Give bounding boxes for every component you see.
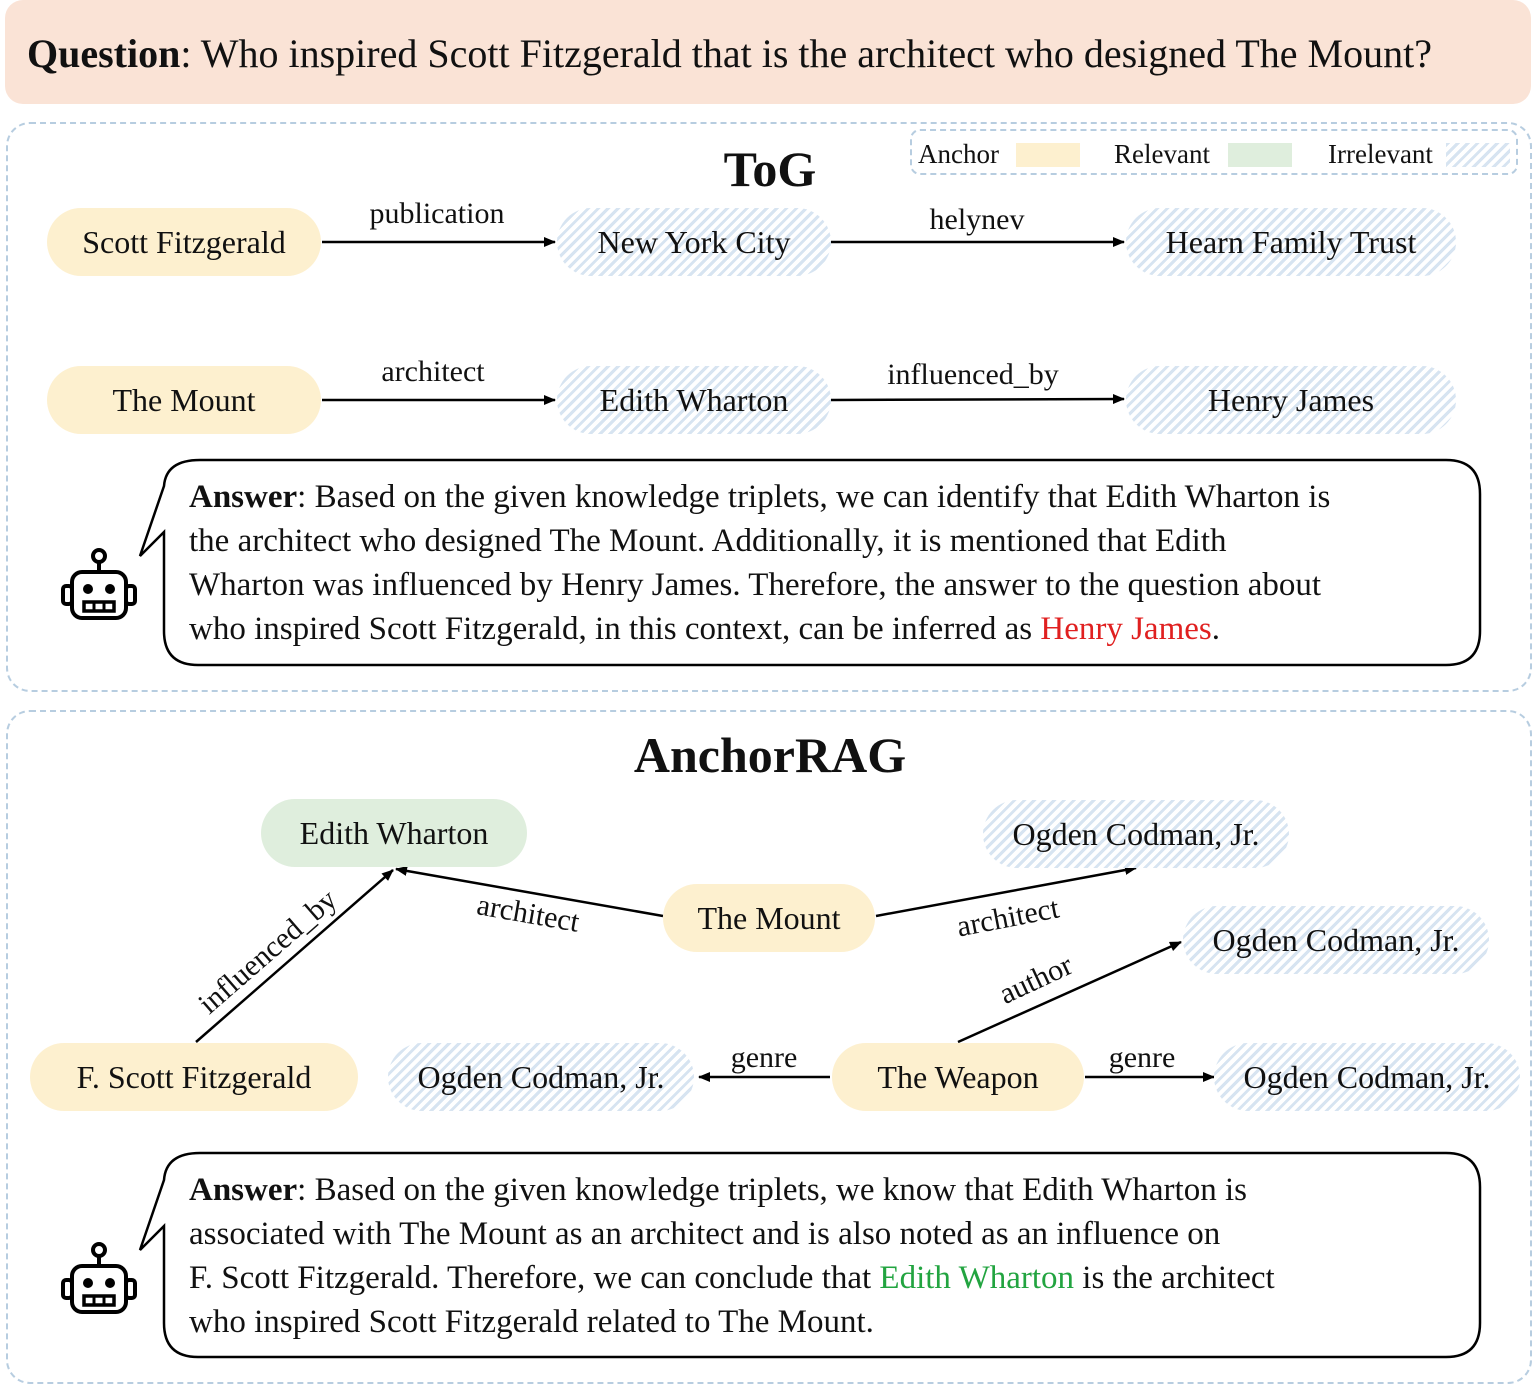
tog-node-edith-wharton: Edith Wharton — [557, 366, 831, 434]
edge-architect-left — [395, 865, 664, 918]
question-label: Question — [27, 31, 181, 76]
ar-answer-label: Answer — [189, 1172, 298, 1208]
ar-answer-text: Answer: Based on the given knowledge tri… — [189, 1168, 1275, 1344]
tog-title: ToG — [723, 141, 817, 197]
anchorrag-panel — [6, 710, 1532, 1384]
ar-node-ogden-right: Ogden Codman, Jr. — [1214, 1043, 1520, 1111]
legend-irrelevant-label: Irrelevant — [1328, 139, 1433, 169]
robot-icon — [61, 548, 137, 620]
tog-answer-line-1: Answer: Based on the given knowledge tri… — [189, 475, 1330, 519]
ar-answer-line-4: who inspired Scott Fitzgerald related to… — [189, 1304, 874, 1340]
ar-answer-line1-text: : Based on the given knowledge triplets,… — [297, 1172, 1247, 1208]
tog-node-new-york-city: New York City — [557, 208, 831, 276]
tog-edge-label-publication: publication — [369, 197, 505, 230]
ar-node-ogden-left: Ogden Codman, Jr. — [388, 1043, 694, 1111]
ar-edge-label-genre-left: genre — [730, 1041, 798, 1074]
ar-answer-line3-post: is the architect — [1074, 1260, 1275, 1296]
edge-architect-right — [875, 865, 1137, 918]
ar-answer-line-1: Answer: Based on the given knowledge tri… — [189, 1168, 1275, 1212]
ar-node-ogden-mid: Ogden Codman, Jr. — [1183, 906, 1489, 974]
question-text: Question: Who inspired Scott Fitzgerald … — [27, 30, 1432, 77]
legend-anchor-swatch — [1016, 143, 1080, 167]
ar-node-the-weapon: The Weapon — [832, 1043, 1084, 1111]
tog-answer-line-3: Wharton was influenced by Henry James. T… — [189, 567, 1322, 603]
ar-node-ogden-top: Ogden Codman, Jr. — [983, 800, 1289, 868]
tog-answer-line-4: who inspired Scott Fitzgerald, in this c… — [189, 607, 1330, 651]
legend: Anchor Relevant Irrelevant — [910, 129, 1518, 175]
tog-edge-label-architect: architect — [381, 355, 485, 388]
tog-edge-label-influenced-by: influenced_by — [887, 358, 1059, 391]
edge-influenced-by-tog — [830, 394, 1125, 405]
ar-edge-label-genre-right: genre — [1108, 1041, 1176, 1074]
ar-answer-line-3: F. Scott Fitzgerald. Therefore, we can c… — [189, 1256, 1275, 1300]
tog-answer-line1-text: : Based on the given knowledge triplets,… — [297, 479, 1331, 515]
tog-answer-line4-pre: who inspired Scott Fitzgerald, in this c… — [189, 611, 1041, 647]
ar-answer-line-2: associated with The Mount as an architec… — [189, 1216, 1221, 1252]
tog-answer-text: Answer: Based on the given knowledge tri… — [189, 475, 1330, 651]
tog-answer-label: Answer — [189, 479, 298, 515]
tog-node-the-mount: The Mount — [47, 366, 321, 434]
ar-node-f-scott-fitzgerald: F. Scott Fitzgerald — [30, 1043, 358, 1111]
robot-icon — [61, 1242, 137, 1314]
tog-answer-line4-post: . — [1211, 611, 1220, 647]
tog-answer-line-2: the architect who designed The Mount. Ad… — [189, 523, 1227, 559]
ar-answer-highlight: Edith Wharton — [879, 1260, 1075, 1296]
anchor-answer-bubble — [138, 1151, 1482, 1359]
ar-node-the-mount: The Mount — [663, 884, 875, 952]
tog-node-scott-fitzgerald: Scott Fitzgerald — [47, 208, 321, 276]
edge-author — [957, 940, 1182, 1044]
anchorrag-title: AnchorRAG — [633, 727, 907, 783]
edge-influenced-by-ar — [195, 869, 394, 1043]
legend-relevant-label: Relevant — [1114, 139, 1210, 169]
ar-node-edith-wharton: Edith Wharton — [261, 799, 527, 867]
question-banner: Question: Who inspired Scott Fitzgerald … — [5, 0, 1531, 104]
ar-answer-line3-pre: F. Scott Fitzgerald. Therefore, we can c… — [189, 1260, 880, 1296]
tog-edge-label-helynev: helynev — [929, 203, 1025, 236]
tog-answer-bubble — [138, 458, 1482, 667]
tog-node-henry-james: Henry James — [1126, 366, 1456, 434]
legend-anchor-label: Anchor — [918, 139, 999, 169]
tog-node-hearn-family-trust: Hearn Family Trust — [1126, 208, 1456, 276]
question-body: : Who inspired Scott Fitzgerald that is … — [180, 31, 1432, 76]
tog-answer-highlight: Henry James — [1040, 611, 1212, 647]
legend-irrelevant-swatch — [1446, 143, 1510, 167]
tog-panel — [6, 122, 1532, 692]
legend-relevant-swatch — [1228, 143, 1292, 167]
